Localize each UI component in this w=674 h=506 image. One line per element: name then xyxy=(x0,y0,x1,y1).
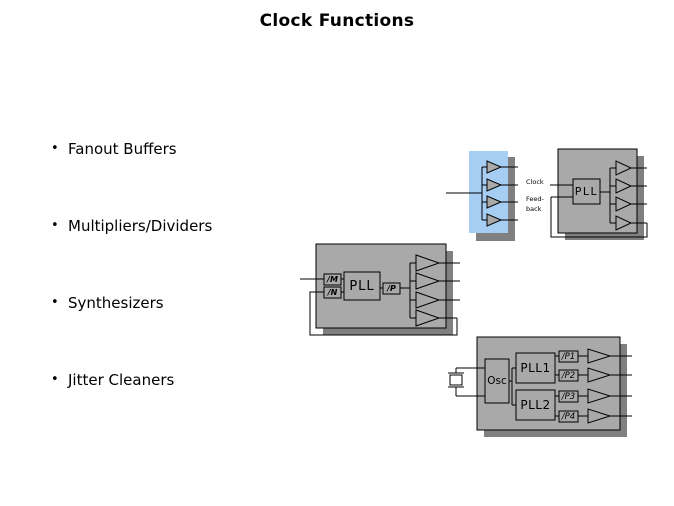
bullet-label: Jitter Cleaners xyxy=(68,371,175,389)
pll-label: PLL xyxy=(349,278,375,294)
pll-box xyxy=(343,271,381,301)
divider-p-label: /P xyxy=(387,284,396,293)
buffer-triangle-icon xyxy=(615,160,633,176)
buffer-triangle-icon xyxy=(615,215,633,231)
pll2-box xyxy=(515,389,556,421)
pll2-label: PLL2 xyxy=(520,398,551,412)
bullet-item-jitter-cleaners: Jitter Cleaners xyxy=(51,371,174,389)
buffer-triangle-icon xyxy=(486,160,503,174)
divider-p2-label: /P2 xyxy=(561,370,576,381)
bullet-item-synthesizers: Synthesizers xyxy=(51,294,164,312)
buffer-triangle-icon xyxy=(486,195,503,209)
feedback-loop-line xyxy=(550,197,648,238)
synthesizer-diagram xyxy=(300,243,460,336)
osc-box xyxy=(484,358,510,404)
buffer-triangle-icon xyxy=(415,254,441,272)
divider-n-label: /N xyxy=(327,288,338,297)
crystal-body xyxy=(449,374,463,386)
bullet-label: Fanout Buffers xyxy=(68,140,177,158)
feedback-input-label: back xyxy=(526,205,542,213)
pll-box xyxy=(572,178,601,205)
jitter-cleaner-diagram xyxy=(448,336,632,437)
bullet-item-multipliers-dividers: Multipliers/Dividers xyxy=(51,217,212,235)
buffer-triangle-icon xyxy=(415,272,441,290)
buffer-triangle-icon xyxy=(587,367,612,383)
buffer-triangle-icon xyxy=(415,309,441,327)
buffer-triangle-icon xyxy=(615,196,633,212)
buffer-triangle-icon xyxy=(486,213,503,227)
clock-input-label: Clock xyxy=(526,178,544,186)
buffer-triangle-icon xyxy=(486,178,503,192)
feedback-input-label: Feed- xyxy=(526,195,544,203)
pll1-box xyxy=(515,352,556,384)
divider-m-label: /M xyxy=(327,275,338,284)
page-title: Clock Functions xyxy=(259,11,415,31)
bullet-item-fanout-buffers: Fanout Buffers xyxy=(51,140,177,158)
bullet-label: Synthesizers xyxy=(68,294,164,312)
divider-p3-label: /P3 xyxy=(561,391,576,402)
pll-label: PLL xyxy=(574,185,599,198)
buffer-triangle-icon xyxy=(615,178,633,194)
fanout-buffer-diagram xyxy=(446,151,518,241)
osc-label: Osc xyxy=(487,375,507,387)
pll1-label: PLL1 xyxy=(520,361,551,375)
divider-p1-label: /P1 xyxy=(561,351,576,362)
feedback-loop-line xyxy=(309,291,458,336)
bullet-label: Multipliers/Dividers xyxy=(68,217,213,235)
buffer-triangle-icon xyxy=(587,348,612,364)
crystal-icon xyxy=(448,367,485,397)
buffered-pll-diagram xyxy=(550,148,648,240)
divider-p4-label: /P4 xyxy=(561,411,576,422)
buffer-triangle-icon xyxy=(587,388,612,404)
buffer-triangle-icon xyxy=(587,408,612,424)
buffer-triangle-icon xyxy=(415,291,441,309)
